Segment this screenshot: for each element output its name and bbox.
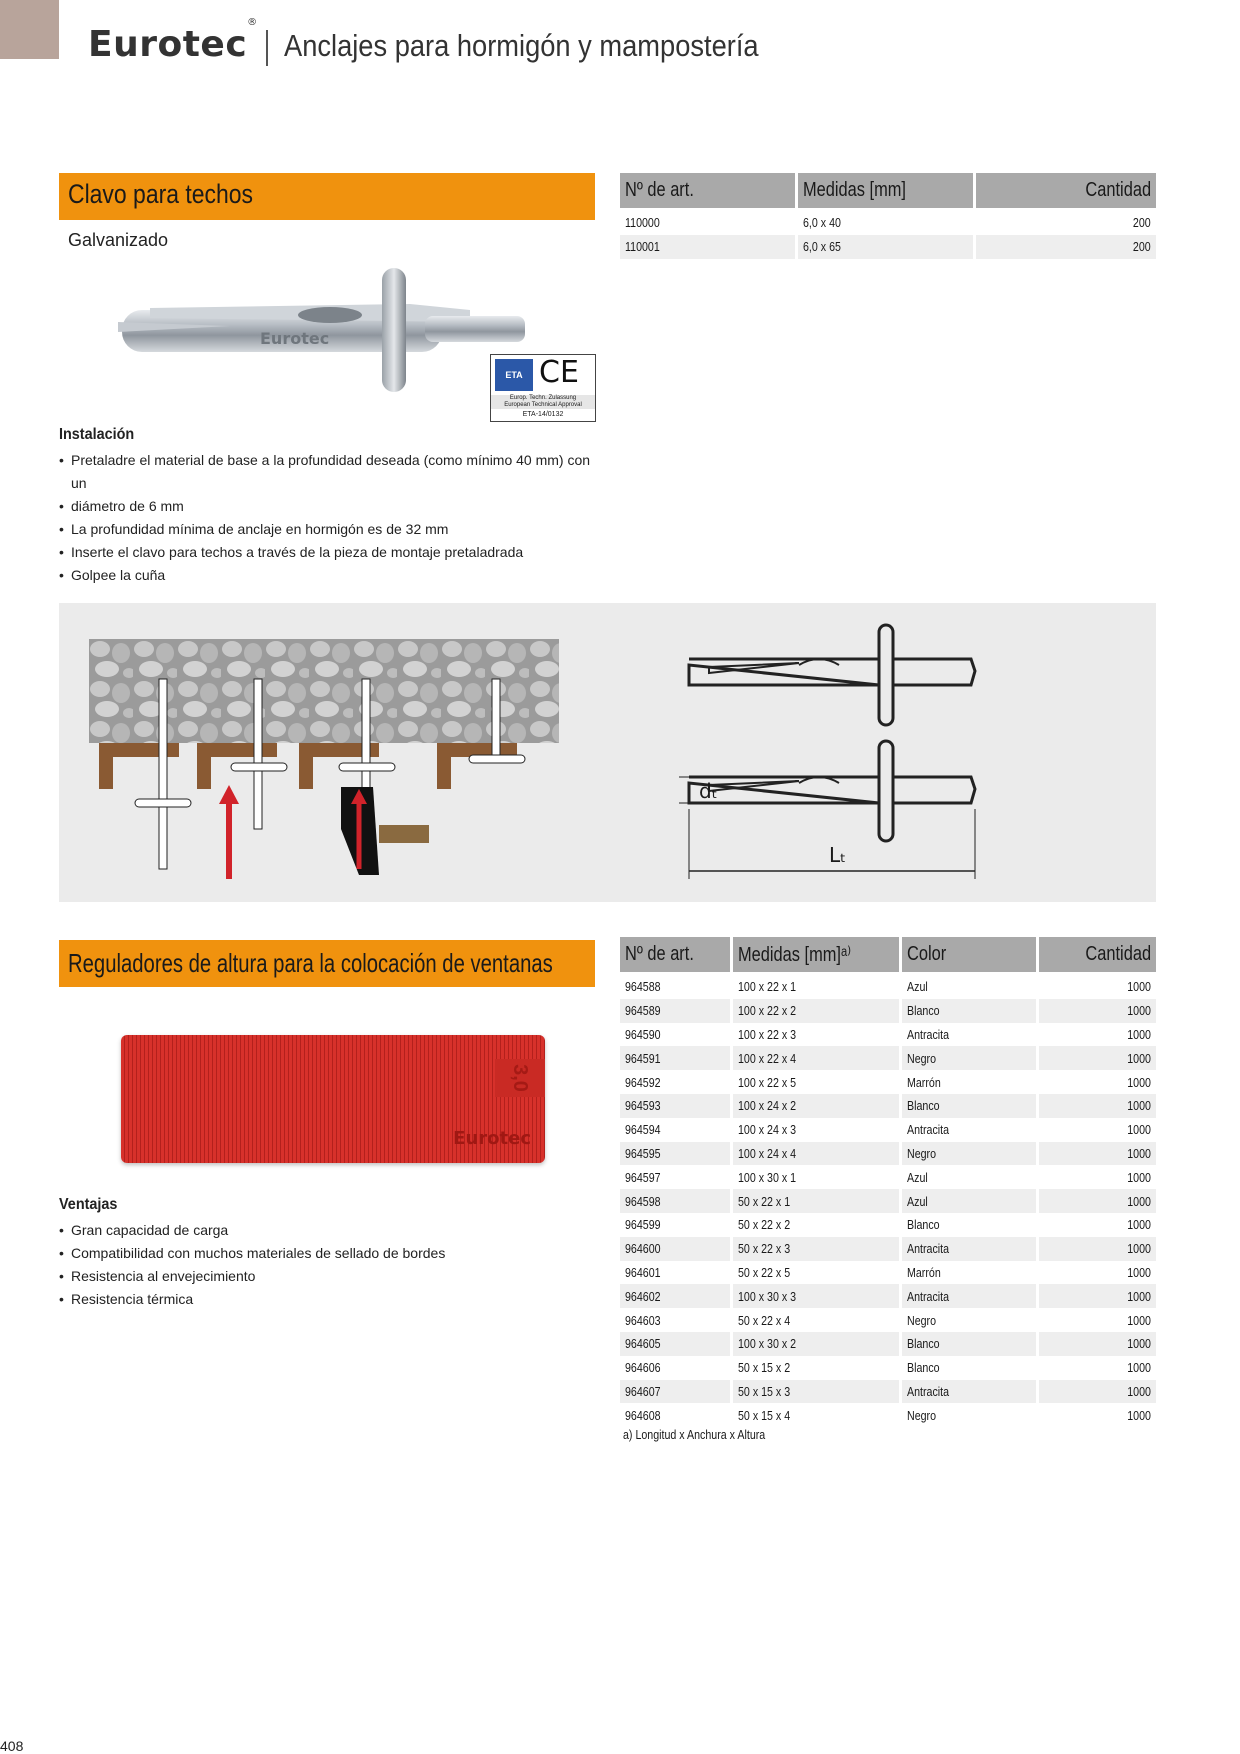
approval-text-en: European Technical Approval — [491, 402, 595, 409]
installation-steps-illustration — [89, 639, 559, 879]
section-title-ceiling-nail: Clavo para techos — [59, 173, 595, 220]
ceiling-nail-table: Nº de art. Medidas [mm] Cantidad 110000 … — [617, 173, 1159, 259]
eta-icon: ETA — [495, 359, 533, 391]
approval-text-de: Europ. Techn. Zulassung — [491, 395, 595, 402]
ceiling-nail-photo: Eurotec — [118, 268, 525, 392]
install-list: Pretaladre el material de base a la prof… — [59, 449, 599, 587]
spacer-thickness-mark: 3,0 — [495, 1059, 545, 1097]
ce-mark-icon: CE — [539, 355, 579, 390]
approval-number: ETA-14/0132 — [522, 411, 564, 418]
nail-imprint: Eurotec — [260, 329, 329, 348]
col-header-quantity: Cantidad — [976, 173, 1156, 211]
list-item: Pretaladre el material de base a la prof… — [59, 449, 599, 495]
dimension-drawing — [679, 623, 977, 879]
advantages-list: Gran capacidad de carga Compatibilidad c… — [59, 1219, 599, 1311]
list-item: Compatibilidad con muchos materiales de … — [59, 1242, 599, 1265]
list-item: La profundidad mínima de anclaje en horm… — [59, 518, 599, 541]
advantages-heading: Ventajas — [59, 1196, 118, 1213]
dimension-label-d: dₜ — [699, 779, 718, 803]
page-title: Anclajes para hormigón y mampostería — [284, 28, 759, 63]
table-header-row: Nº de art. Medidas [mm] Cantidad — [620, 173, 1156, 211]
table-footnote: a) Longitud x Anchura x Altura — [623, 1427, 766, 1442]
col-header-quantity: Cantidad — [1039, 937, 1156, 975]
list-item: Gran capacidad de carga — [59, 1219, 599, 1242]
list-item: Resistencia térmica — [59, 1288, 599, 1311]
table-header-row: Nº de art. Medidas [mm]ᵃ⁾ Color Cantidad — [620, 937, 1156, 975]
header-divider — [266, 30, 268, 66]
window-spacer-photo: 3,0 Eurotec — [121, 1035, 545, 1163]
page-number: 408 — [0, 1738, 24, 1754]
eta-ce-badge: ETA CE Europ. Techn. Zulassung European … — [490, 354, 596, 422]
list-item: Resistencia al envejecimiento — [59, 1265, 599, 1288]
list-item: Golpee la cuña — [59, 564, 599, 587]
brand-logo: Eurotec® — [88, 17, 258, 65]
col-header-article: Nº de art. — [620, 173, 795, 211]
col-header-color: Color — [902, 937, 1036, 975]
dimension-label-l: Lₜ — [829, 843, 847, 867]
section-subtitle: Galvanizado — [68, 230, 169, 250]
col-header-article: Nº de art. — [620, 937, 730, 975]
list-item: diámetro de 6 mm — [59, 495, 599, 518]
install-heading: Instalación — [59, 426, 135, 443]
spacer-brand-imprint: Eurotec — [453, 1128, 531, 1149]
window-spacer-table: Nº de art. Medidas [mm]ᵃ⁾ Color Cantidad… — [617, 937, 1159, 1427]
section-title-window-spacers: Reguladores de altura para la colocación… — [59, 940, 595, 987]
table-row: 110000 6,0 x 40 200 — [625, 215, 1151, 231]
col-header-dimensions: Medidas [mm] — [798, 173, 973, 211]
list-item: Inserte el clavo para techos a través de… — [59, 541, 599, 564]
table-row: 110001 6,0 x 65 200 — [620, 234, 1156, 259]
col-header-dimensions: Medidas [mm]ᵃ⁾ — [733, 937, 899, 975]
corner-tab — [0, 0, 59, 59]
installation-diagram-panel: dₜ Lₜ — [59, 603, 1156, 902]
